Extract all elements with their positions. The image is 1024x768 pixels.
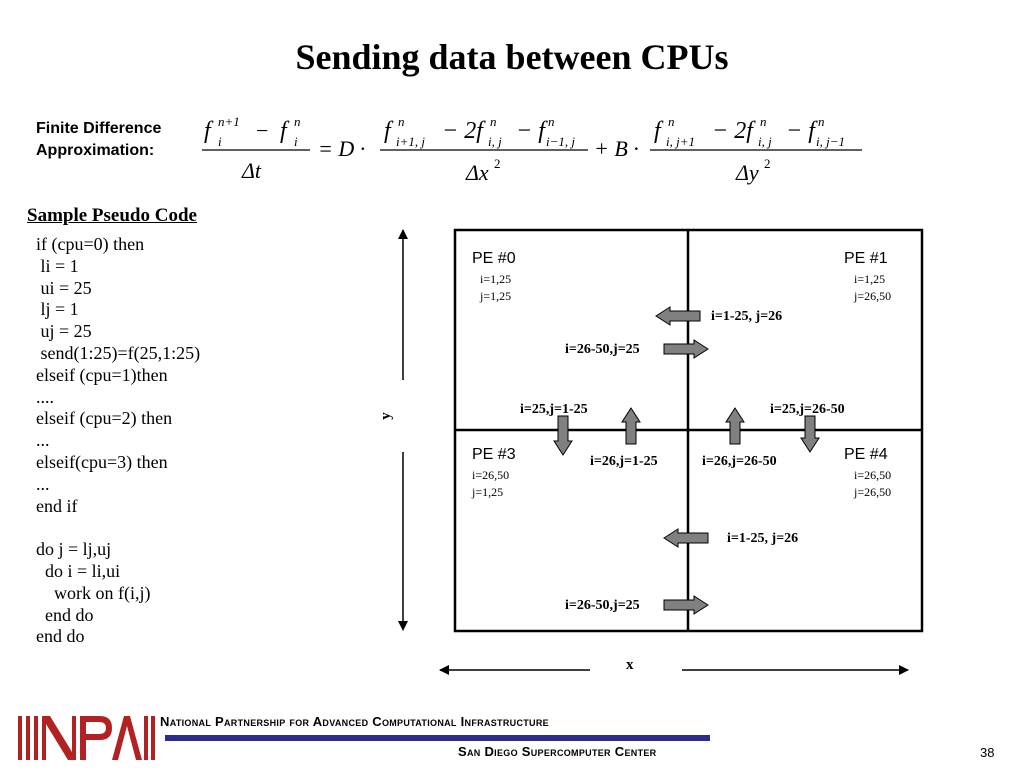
transfer-label-bottom-left-arrow: i=1-25, j=26 [727, 531, 798, 546]
finite-difference-equation: f n+1 i − f n i Δt = D · f n i+1, j − 2f… [202, 114, 862, 185]
eq-t3-c-sup: n [818, 114, 825, 129]
eq-t2-a-sub: i+1, j [396, 134, 425, 149]
fd-label-line-2: Approximation: [36, 142, 155, 159]
eq-plus-b: + B · [594, 136, 639, 161]
eq-t3-a-sup: n [668, 114, 675, 129]
transfer-label-bottom-row-left: i=26,j=1-25 [590, 454, 658, 469]
pe1-i-range: i=1,25 [854, 272, 885, 286]
eq-t3-b-sup: n [760, 114, 767, 129]
eq-t2-a-sup: n [398, 114, 405, 129]
slide-title: Sending data between CPUs [295, 37, 729, 77]
npaci-logo [16, 712, 158, 764]
pe0-title: PE #0 [472, 250, 516, 267]
eq-t3-den: Δy [735, 160, 759, 185]
eq-t1-f2: f [280, 118, 290, 144]
pe4-i-range: i=26,50 [854, 468, 891, 482]
eq-t2-c-sub: i−1, j [546, 134, 575, 149]
pe0-i-range: i=1,25 [480, 272, 511, 286]
pseudo-code-block: if (cpu=0) then li = 1 ui = 25 lj = 1 uj… [36, 234, 201, 647]
footer-organization: National Partnership for Advanced Comput… [160, 714, 549, 729]
eq-equals-d: = D · [318, 136, 365, 161]
eq-t2-den: Δx [465, 160, 489, 185]
eq-t1-den: Δt [241, 158, 262, 183]
eq-t1-f1-sup: n+1 [218, 114, 240, 129]
eq-t3-den-sup: 2 [764, 156, 771, 171]
eq-t3-a: f [654, 118, 664, 144]
eq-t3-a-sub: i, j+1 [666, 134, 695, 149]
x-axis-label: x [626, 657, 634, 673]
footer-divider-bar [165, 735, 710, 741]
eq-t2-b: − 2f [442, 118, 486, 144]
eq-t2-den-sup: 2 [494, 156, 501, 171]
eq-t1-f2-sup: n [294, 114, 301, 129]
pe4-title: PE #4 [844, 446, 888, 463]
pe3-j-range: j=1,25 [471, 485, 503, 499]
eq-t1-f1-sub: i [218, 134, 222, 149]
page-number: 38 [980, 745, 995, 760]
pseudo-code-heading: Sample Pseudo Code [27, 205, 197, 226]
transfer-arrow-right-bottom [663, 595, 709, 615]
fd-label-line-1: Finite Difference [36, 120, 162, 137]
eq-t3-b: − 2f [712, 118, 756, 144]
eq-t1-f2-sub: i [294, 134, 298, 149]
transfer-label-bottom-row-right: i=26,j=26-50 [702, 454, 777, 469]
pe3-title: PE #3 [472, 446, 516, 463]
transfer-label-top-right: i=26-50,j=25 [565, 342, 640, 357]
eq-t2-c-sup: n [548, 114, 555, 129]
eq-t3-c: − f [786, 118, 818, 144]
y-axis-label: y [380, 412, 394, 420]
transfer-label-mid-left: i=25,j=1-25 [520, 402, 588, 417]
transfer-arrow-right-top [663, 339, 709, 359]
eq-t2-c: − f [516, 118, 548, 144]
footer-center: San Diego Supercomputer Center [458, 744, 657, 759]
finite-difference-label: Finite Difference Approximation: [36, 118, 161, 162]
eq-t2-b-sub: i, j [488, 134, 502, 149]
pe3-i-range: i=26,50 [472, 468, 509, 482]
transfer-arrow-left-top [655, 306, 701, 326]
transfer-arrow-left-bottom [663, 528, 709, 548]
transfer-label-bottom-right-arrow: i=26-50,j=25 [565, 598, 640, 613]
pe4-j-range: j=26,50 [853, 485, 891, 499]
eq-t3-c-sub: i, j−1 [816, 134, 845, 149]
pe1-j-range: j=26,50 [853, 289, 891, 303]
pe-grid-diagram: PE #0 PE #1 PE #3 PE #4 i=1,25 j=1,25 i=… [380, 228, 924, 675]
pe1-title: PE #1 [844, 250, 888, 267]
transfer-label-mid-right: i=25,j=26-50 [770, 402, 845, 417]
eq-t3-b-sub: i, j [758, 134, 772, 149]
eq-t2-b-sup: n [490, 114, 497, 129]
pe0-j-range: j=1,25 [479, 289, 511, 303]
eq-t1-f1: f [204, 118, 214, 144]
transfer-arrow-up-left [621, 407, 641, 445]
transfer-arrow-up-right [725, 407, 745, 445]
eq-t1-minus: − [256, 118, 268, 143]
transfer-arrow-down-left [553, 415, 573, 456]
transfer-label-top-left: i=1-25, j=26 [711, 309, 782, 324]
eq-t2-a: f [384, 118, 394, 144]
transfer-arrow-down-right [800, 415, 820, 453]
